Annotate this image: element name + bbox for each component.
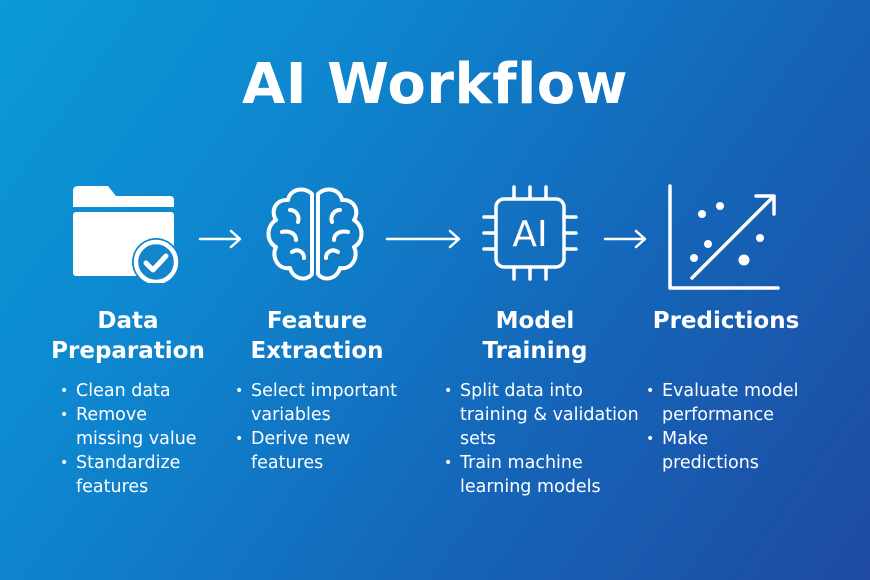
ai-chip-icon: AI (482, 185, 578, 281)
page-title: AI Workflow (241, 52, 629, 117)
scatter-chart-icon (668, 184, 780, 290)
arrow-right-icon (385, 229, 461, 249)
folder-check-icon (73, 186, 180, 283)
brain-icon (266, 187, 364, 281)
step-heading-feature-extraction: Feature Extraction (250, 308, 384, 364)
step-heading-model-training: Model Training (482, 308, 588, 364)
list-item: Clean data (60, 379, 265, 403)
arrow-right-icon (603, 229, 647, 249)
step-heading-data-preparation: Data Preparation (51, 308, 205, 364)
step-heading-predictions: Predictions (652, 308, 800, 334)
chip-label: AI (512, 214, 547, 255)
arrow-right-icon (198, 229, 242, 249)
